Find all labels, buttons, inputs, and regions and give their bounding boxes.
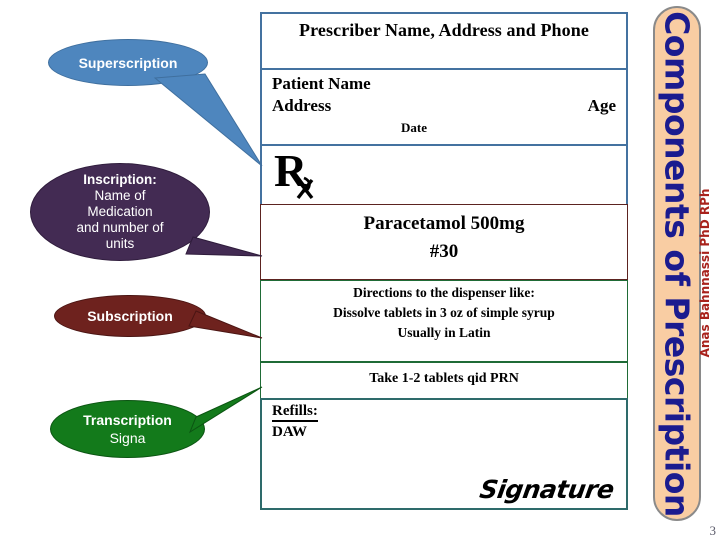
signa-text: Take 1-2 tablets qid PRN (369, 371, 519, 386)
drug-quantity-text: #30 (429, 241, 459, 262)
callout-transcription-label: Transcription (83, 412, 172, 428)
callout-superscription-bubble[interactable]: Superscription (48, 39, 208, 86)
page-number: 3 (709, 523, 717, 538)
side-title-panel: Components of Prescription (653, 6, 701, 521)
age-label: Age (587, 96, 616, 115)
directions-line-3: Usually in Latin (397, 325, 491, 340)
directions-line-2: Dissolve tablets in 3 oz of simple syrup (333, 305, 555, 320)
callout-inscription-line3: Medication (87, 204, 153, 219)
callout-subscription-bubble[interactable]: Subscription (54, 295, 206, 337)
callout-transcription-bubble[interactable]: Transcription Signa (50, 400, 205, 458)
callout-transcription-line2: Signa (109, 430, 146, 446)
callout-subscription-label: Subscription (87, 308, 173, 324)
refills-label: Refills: (272, 403, 318, 422)
drug-name-text: Paracetamol 500mg (363, 213, 525, 234)
signa-section: Take 1-2 tablets qid PRN (260, 362, 628, 400)
directions-line-1: Directions to the dispenser like: (353, 285, 535, 300)
patient-name-label: Patient Name (272, 74, 371, 93)
callout-inscription-line2: Name of (94, 188, 146, 203)
callout-superscription-label: Superscription (78, 54, 178, 71)
rx-symbol-section: R (260, 144, 628, 206)
prescription-form: Prescriber Name, Address and Phone Patie… (260, 12, 628, 510)
directions-section: Directions to the dispenser like: Dissol… (260, 280, 628, 362)
drug-section: Paracetamol 500mg #30 (260, 204, 628, 280)
prescriber-header-text: Prescriber Name, Address and Phone (299, 20, 589, 40)
callout-inscription-bubble[interactable]: Inscription: Name of Medication and numb… (30, 163, 210, 261)
callout-inscription-line4: and number of (76, 220, 164, 235)
callout-inscription-label: Inscription: (83, 172, 157, 187)
address-label: Address (272, 96, 332, 115)
daw-label: DAW (272, 424, 308, 440)
callout-inscription-line5: units (105, 236, 135, 251)
date-label: Date (401, 120, 427, 135)
refills-section: Refills: DAW Signature (260, 398, 628, 510)
address-age-row: Address Age (272, 96, 616, 116)
rx-icon: R (274, 148, 320, 200)
